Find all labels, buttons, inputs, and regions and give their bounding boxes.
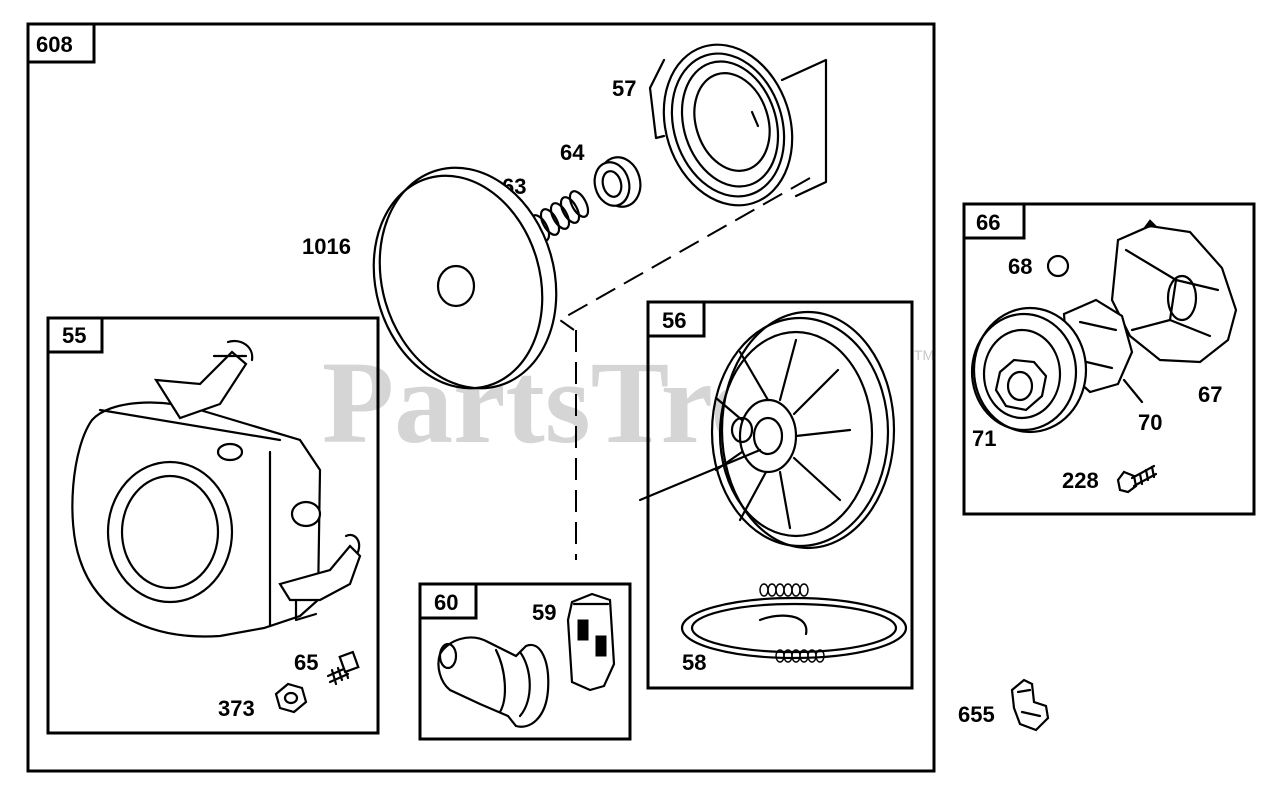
part-373-nut[interactable] <box>274 682 308 714</box>
group-66-tag: 66 <box>976 210 1000 235</box>
group-56[interactable]: 56 <box>646 300 914 690</box>
part-1016-plate[interactable] <box>349 147 581 410</box>
part-655-clip[interactable] <box>1010 678 1050 732</box>
group-56-tag: 56 <box>662 308 686 333</box>
callout-65: 65 <box>294 650 318 675</box>
group-60[interactable]: 60 <box>418 582 632 741</box>
part-57-recoil-spring[interactable] <box>644 28 828 222</box>
callout-58: 58 <box>682 650 706 675</box>
part-71-pulley-hub[interactable] <box>970 306 1088 434</box>
group-55-tag: 55 <box>62 323 86 348</box>
part-67-clutch-housing[interactable] <box>1110 219 1238 364</box>
part-55-housing[interactable] <box>71 339 362 638</box>
part-228-screw[interactable] <box>1116 464 1158 494</box>
group-60-tag: 60 <box>434 590 458 615</box>
callout-64: 64 <box>560 140 585 165</box>
part-58-rope[interactable] <box>680 583 908 663</box>
part-65-screw[interactable] <box>326 650 360 686</box>
callout-373: 373 <box>218 696 255 721</box>
group-608[interactable]: 608 <box>26 22 936 773</box>
callout-68: 68 <box>1008 254 1032 279</box>
callout-57: 57 <box>612 76 636 101</box>
group-608-tag: 608 <box>36 32 73 57</box>
leader-line <box>1122 378 1144 404</box>
watermark-trademark: TM <box>914 347 934 363</box>
part-68-ball[interactable] <box>1046 254 1070 278</box>
leader-line <box>638 448 762 502</box>
part-56-pulley[interactable] <box>710 310 896 550</box>
callout-655: 655 <box>958 702 995 727</box>
callout-67: 67 <box>1198 382 1222 407</box>
callout-228: 228 <box>1062 468 1099 493</box>
callout-70: 70 <box>1138 410 1162 435</box>
part-64-bushing[interactable] <box>590 153 646 212</box>
group-66[interactable]: 66 <box>962 202 1256 516</box>
callout-71: 71 <box>972 426 996 451</box>
rope-coil-top <box>759 583 809 597</box>
part-59-handle-insert[interactable] <box>566 592 616 692</box>
callout-59: 59 <box>532 600 556 625</box>
group-55[interactable]: 55 <box>46 316 380 735</box>
part-60-handle[interactable] <box>437 636 550 728</box>
assembly-guide-line <box>558 177 811 331</box>
callout-1016: 1016 <box>302 234 351 259</box>
rope-coil-bottom <box>775 649 825 663</box>
